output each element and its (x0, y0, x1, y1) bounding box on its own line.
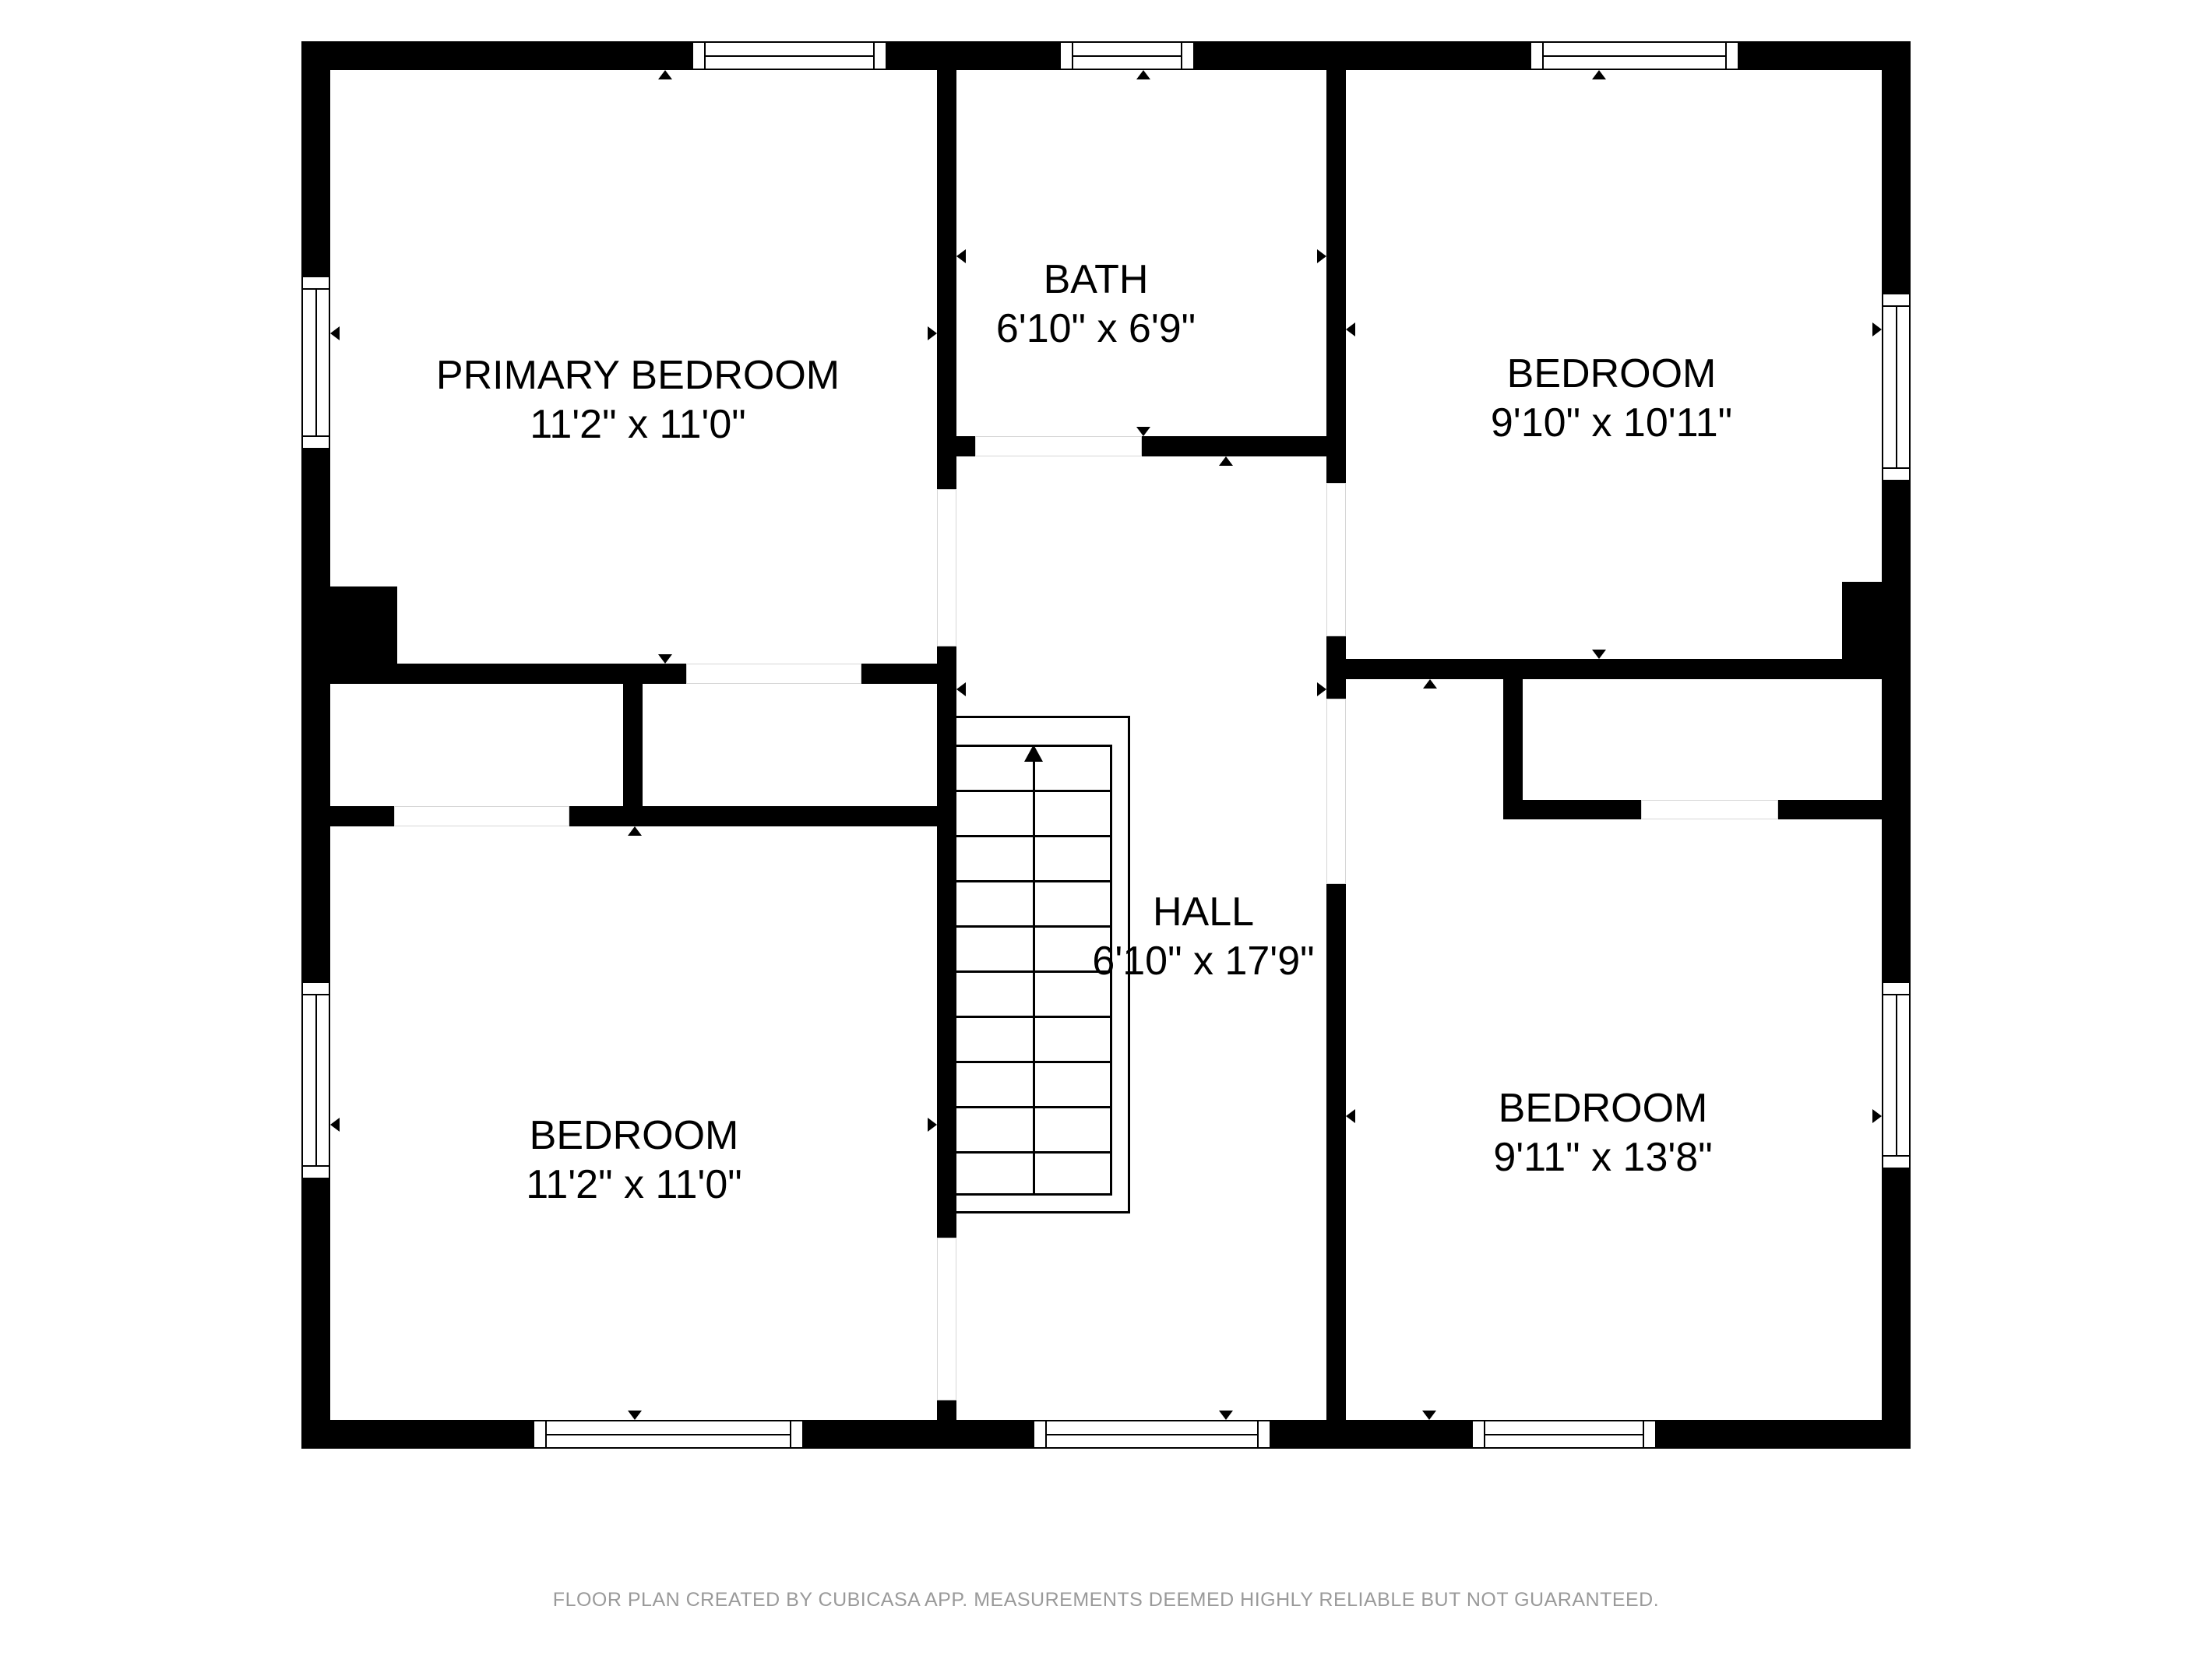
room-dimensions: 11'2" x 11'0" (526, 1162, 742, 1207)
window (1033, 1420, 1271, 1449)
bedroom-divider-wall (1346, 659, 1882, 679)
outer-wall-left (301, 41, 330, 1449)
marker-up-icon (628, 826, 642, 836)
primary-bedroom-bottom-wall (861, 664, 937, 684)
marker-up-icon (1136, 70, 1150, 79)
room-name: BATH (1043, 257, 1149, 302)
hall-left-wall (937, 70, 956, 489)
stair-up-arrow-icon (1024, 745, 1043, 762)
marker-up-icon (1592, 70, 1606, 79)
marker-left-icon (956, 249, 966, 263)
hall-left-wall (937, 1400, 956, 1420)
window (301, 276, 330, 449)
marker-up-icon (1423, 679, 1437, 689)
bath-door-opening (975, 436, 1142, 456)
room-dimensions: 6'10" x 17'9" (1092, 939, 1315, 984)
marker-down-icon (1592, 650, 1606, 659)
room-dimensions: 6'10" x 6'9" (995, 306, 1196, 351)
bath-bottom-wall (956, 436, 975, 456)
marker-down-icon (658, 654, 672, 664)
bath-bottom-wall (1142, 436, 1326, 456)
marker-left-icon (330, 326, 340, 340)
room-label-bedroom-bottom-right: BEDROOM 9'11" x 13'8" (1493, 1084, 1712, 1182)
room-label-primary-bedroom: PRIMARY BEDROOM 11'2" x 11'0" (436, 351, 840, 449)
room-name: BEDROOM (529, 1113, 739, 1158)
marker-left-icon (330, 1118, 340, 1132)
hall-right-wall (1326, 636, 1346, 699)
bedroom-top-right-chimney (1842, 582, 1882, 659)
closet-divider-wall (623, 684, 643, 806)
stair-steps (956, 745, 1112, 1196)
closet-door-opening (1641, 800, 1778, 819)
marker-right-icon (928, 326, 937, 340)
room-name: HALL (1152, 889, 1255, 935)
hall-left-wall (937, 646, 956, 1238)
room-name: BEDROOM (1506, 351, 1717, 396)
room-dimensions: 9'11" x 13'8" (1493, 1135, 1713, 1180)
window (301, 981, 330, 1179)
marker-left-icon (1346, 322, 1355, 336)
room-label-bedroom-top-right: BEDROOM 9'10" x 10'11" (1491, 350, 1732, 448)
marker-down-icon (1219, 1411, 1233, 1420)
marker-left-icon (1346, 1109, 1355, 1123)
bedroom-bottom-right-hall-opening (1326, 699, 1346, 884)
window (1059, 41, 1195, 70)
window (533, 1420, 804, 1449)
room-name: BEDROOM (1498, 1086, 1708, 1131)
closet-bottom-wall (1778, 800, 1882, 819)
bedroom-top-wall (569, 806, 937, 826)
closet-left-wall (1503, 679, 1523, 819)
hall-right-wall (1326, 70, 1346, 483)
window (1882, 293, 1911, 481)
marker-right-icon (928, 1118, 937, 1132)
marker-down-icon (1422, 1411, 1436, 1420)
room-label-hall: HALL 6'10" x 17'9" (1092, 888, 1314, 986)
room-label-bedroom-bottom-left: BEDROOM 11'2" x 11'0" (526, 1111, 741, 1210)
room-name: PRIMARY BEDROOM (435, 353, 840, 398)
marker-right-icon (1872, 1109, 1882, 1123)
room-dimensions: 9'10" x 10'11" (1490, 400, 1733, 446)
marker-right-icon (1317, 249, 1326, 263)
marker-up-icon (1219, 456, 1233, 466)
outer-wall-right (1882, 41, 1911, 1449)
closet-bottom-wall (1503, 800, 1641, 819)
window (1530, 41, 1739, 70)
closet-door-opening (686, 664, 861, 684)
marker-up-icon (658, 70, 672, 79)
hall-right-wall (1326, 884, 1346, 1420)
marker-left-icon (956, 682, 966, 696)
primary-bedroom-bottom-wall (330, 664, 686, 684)
primary-bedroom-chimney (330, 586, 397, 664)
bedroom-top-right-hall-opening (1326, 483, 1346, 636)
window (1471, 1420, 1657, 1449)
staircase (956, 716, 1130, 1213)
primary-bedroom-hall-opening (937, 489, 956, 646)
bedroom-top-wall (330, 806, 394, 826)
bedroom-hall-opening (937, 1238, 956, 1400)
footer-disclaimer: FLOOR PLAN CREATED BY CUBICASA APP. MEAS… (552, 1589, 1660, 1611)
room-dimensions: 11'2" x 11'0" (530, 402, 746, 447)
window (692, 41, 887, 70)
stair-direction-line (1033, 760, 1035, 1196)
closet-door-opening (394, 806, 569, 826)
marker-right-icon (1872, 322, 1882, 336)
window (1882, 981, 1911, 1169)
marker-down-icon (628, 1411, 642, 1420)
marker-right-icon (1317, 682, 1326, 696)
marker-down-icon (1136, 427, 1150, 436)
room-label-bath: BATH 6'10" x 6'9" (996, 255, 1196, 354)
